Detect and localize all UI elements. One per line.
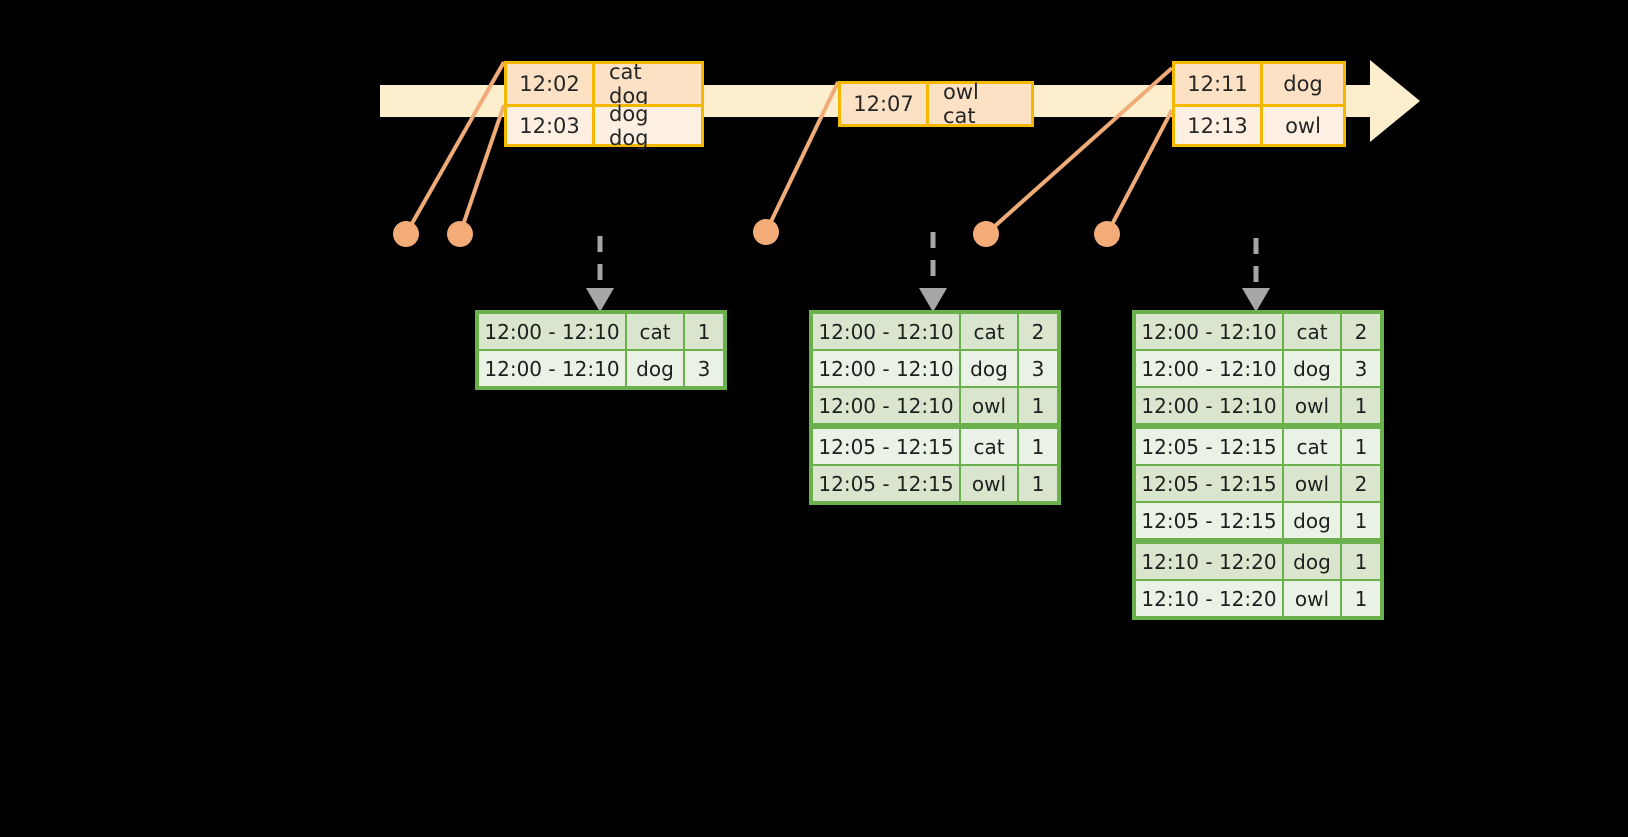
- connector-line-5: [1105, 109, 1174, 235]
- cell-word: dog: [1284, 544, 1340, 579]
- cell-word: dog: [627, 351, 683, 386]
- cell-window: 12:10 - 12:20: [1136, 544, 1282, 579]
- event-row: 12:07 owl cat: [841, 80, 1031, 128]
- cell-word: cat: [961, 429, 1017, 464]
- cell-word: owl: [1284, 388, 1340, 423]
- cell-window: 12:00 - 12:10: [813, 388, 959, 423]
- event-words: dog: [1283, 72, 1323, 96]
- cell-window: 12:05 - 12:15: [1136, 503, 1282, 538]
- cell-window: 12:00 - 12:10: [813, 314, 959, 349]
- event-row: 12:11 dog: [1175, 64, 1343, 104]
- event-row: 12:03 dog dog: [507, 101, 701, 150]
- emit-arrow-head-3: [1242, 288, 1270, 312]
- emit-arrow-head-1: [586, 288, 614, 312]
- cell-window: 12:00 - 12:10: [1136, 314, 1282, 349]
- cell-window: 12:00 - 12:10: [479, 351, 625, 386]
- cell-word: cat: [1284, 429, 1340, 464]
- connector-line-1: [404, 61, 506, 235]
- cell-count: 1: [1019, 388, 1057, 423]
- cell-word: cat: [627, 314, 683, 349]
- cell-word: cat: [1284, 314, 1340, 349]
- emit-arrow-head-2: [919, 288, 947, 312]
- cell-word: cat: [961, 314, 1017, 349]
- event-row: 12:13 owl: [1175, 104, 1343, 144]
- cell-count: 1: [1342, 544, 1380, 579]
- cell-count: 1: [1342, 503, 1380, 538]
- event-words: dog dog: [609, 101, 649, 150]
- cell-window: 12:00 - 12:10: [479, 314, 625, 349]
- event-words: owl cat: [943, 80, 979, 128]
- connector-line-3: [764, 81, 840, 233]
- marker-dot-3: [753, 219, 779, 245]
- cell-word: owl: [1284, 466, 1340, 501]
- cell-window: 12:10 - 12:20: [1136, 581, 1282, 616]
- cell-count: 1: [1342, 388, 1380, 423]
- cell-window: 12:00 - 12:10: [1136, 388, 1282, 423]
- event-marker-dots: [393, 219, 1120, 247]
- emit-arrows: [597, 232, 1259, 288]
- marker-dot-4: [973, 221, 999, 247]
- cell-count: 2: [1019, 314, 1057, 349]
- event-time: 12:13: [1175, 107, 1263, 144]
- cell-count: 1: [1342, 581, 1380, 616]
- event-time: 12:03: [507, 107, 595, 144]
- event-time: 12:11: [1175, 64, 1263, 104]
- cell-window: 12:00 - 12:10: [813, 351, 959, 386]
- cell-window: 12:05 - 12:15: [813, 429, 959, 464]
- event-time: 12:07: [841, 84, 929, 124]
- event-words: owl: [1285, 113, 1321, 138]
- cell-word: dog: [961, 351, 1017, 386]
- cell-window: 12:05 - 12:15: [1136, 429, 1282, 464]
- cell-word: dog: [1284, 503, 1340, 538]
- cell-count: 1: [1019, 466, 1057, 501]
- event-words: cat dog: [609, 60, 649, 108]
- cell-word: owl: [1284, 581, 1340, 616]
- cell-count: 1: [1019, 429, 1057, 464]
- event-box-3[interactable]: 12:11 dog 12:13 owl: [1172, 61, 1346, 147]
- event-box-1[interactable]: 12:02 cat dog 12:03 dog dog: [504, 60, 704, 150]
- cell-count: 2: [1342, 466, 1380, 501]
- cell-word: owl: [961, 466, 1017, 501]
- emit-arrow-heads: [586, 288, 1270, 312]
- cell-word: owl: [961, 388, 1017, 423]
- cell-count: 1: [685, 314, 723, 349]
- cell-window: 12:05 - 12:15: [813, 466, 959, 501]
- marker-dot-2: [447, 221, 473, 247]
- cell-count: 2: [1342, 314, 1380, 349]
- cell-count: 3: [685, 351, 723, 386]
- cell-count: 1: [1342, 429, 1380, 464]
- cell-count: 3: [1342, 351, 1380, 386]
- cell-window: 12:05 - 12:15: [1136, 466, 1282, 501]
- event-row: 12:02 cat dog: [507, 60, 701, 108]
- connector-line-2: [458, 104, 506, 235]
- event-box-2[interactable]: 12:07 owl cat: [838, 80, 1034, 128]
- cell-count: 3: [1019, 351, 1057, 386]
- cell-word: dog: [1284, 351, 1340, 386]
- marker-dot-5: [1094, 221, 1120, 247]
- event-time: 12:02: [507, 64, 595, 104]
- marker-dot-1: [393, 221, 419, 247]
- cell-window: 12:00 - 12:10: [1136, 351, 1282, 386]
